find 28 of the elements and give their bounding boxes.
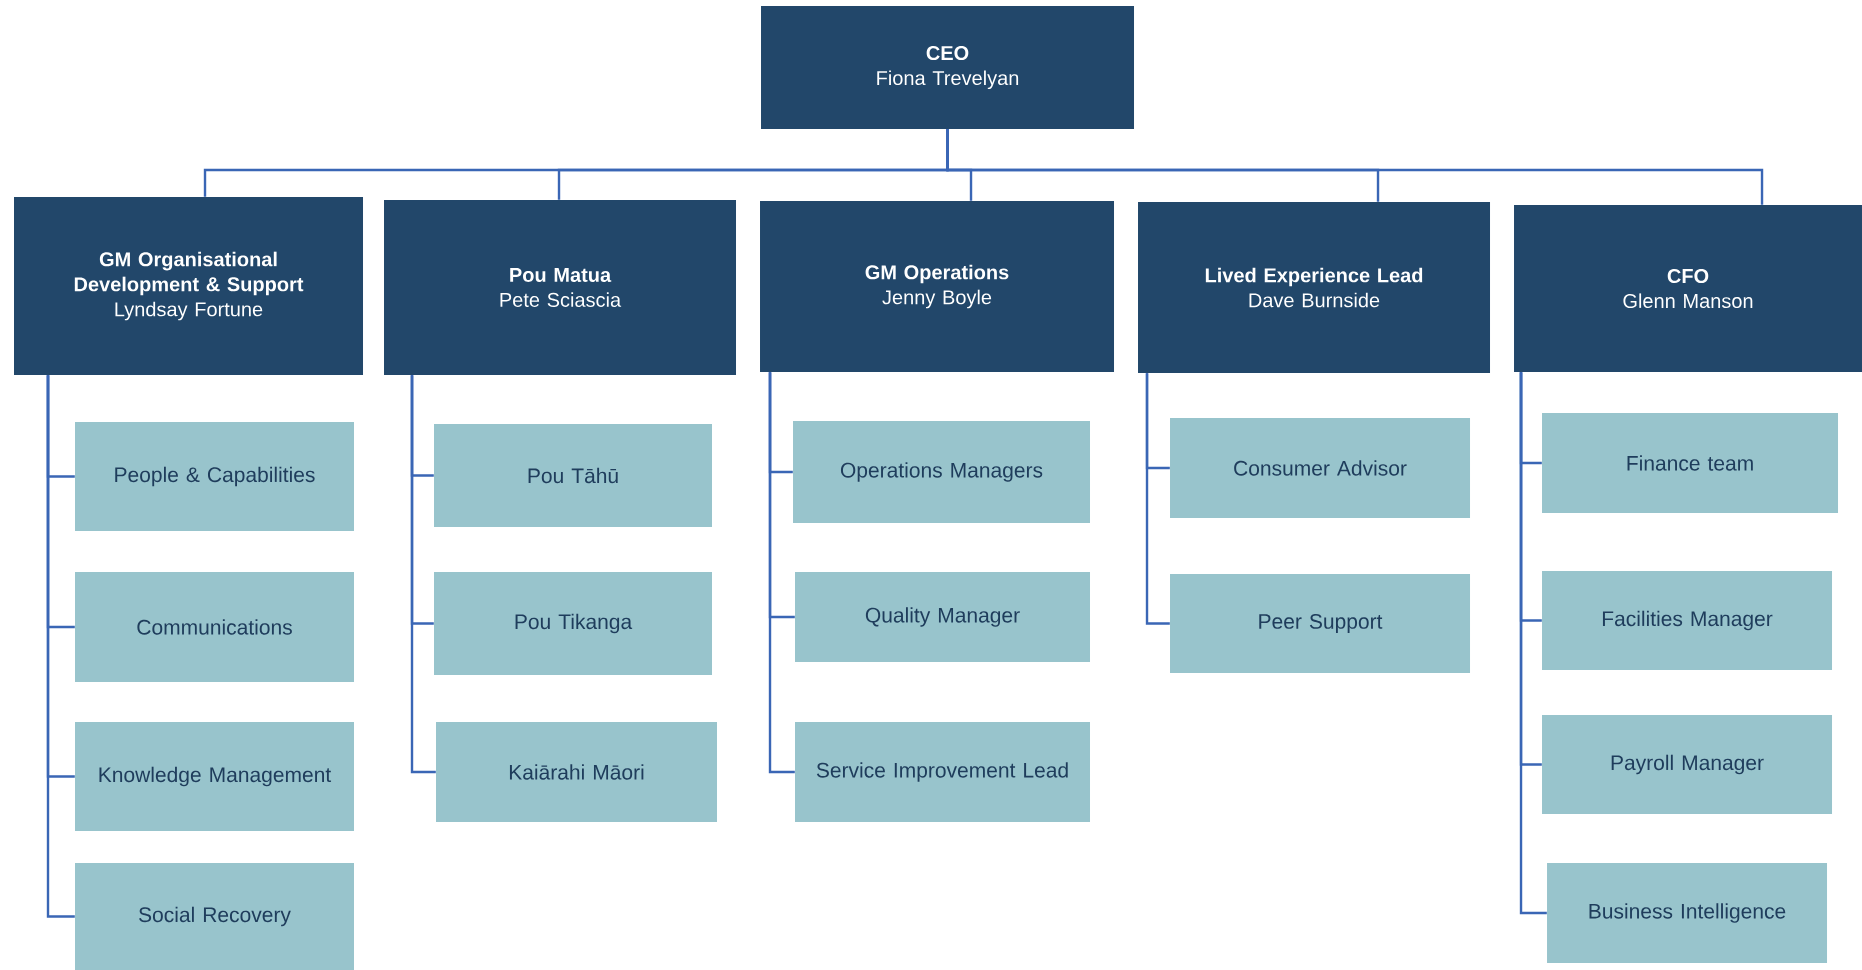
connector-line — [410, 375, 436, 774]
team-box: Peer Support — [1170, 574, 1470, 673]
connector-line — [1145, 373, 1170, 625]
connector-line — [1519, 372, 1547, 915]
manager-box: CFO Glenn Manson — [1514, 205, 1862, 372]
team-box: Consumer Advisor — [1170, 418, 1470, 518]
team-box: Kaiārahi Māori — [436, 722, 717, 822]
team-box: Facilities Manager — [1542, 571, 1832, 670]
team-box: Pou Tāhū — [434, 424, 712, 527]
team-box: Service Improvement Lead — [795, 722, 1090, 822]
team-box: Communications — [75, 572, 354, 682]
team-box: Operations Managers — [793, 421, 1090, 523]
manager-box: GM Organisational Development & Support Lyndsay Fortune — [14, 197, 363, 375]
team-box: Payroll Manager — [1542, 715, 1832, 814]
connector-line — [768, 372, 795, 774]
team-box: Pou Tikanga — [434, 572, 712, 675]
team-box: Knowledge Management — [75, 722, 354, 831]
manager-box: Pou Matua Pete Sciascia — [384, 200, 736, 375]
team-box: Business Intelligence — [1547, 863, 1827, 963]
connector-line — [46, 375, 75, 918]
team-box: People & Capabilities — [75, 422, 354, 531]
manager-box: CEO Fiona Trevelyan — [761, 6, 1134, 129]
manager-box: GM Operations Jenny Boyle — [760, 201, 1114, 372]
team-box: Quality Manager — [795, 572, 1090, 662]
team-box: Social Recovery — [75, 863, 354, 970]
team-box: Finance team — [1542, 413, 1838, 513]
connector-line — [946, 129, 1764, 205]
manager-box: Lived Experience Lead Dave Burnside — [1138, 202, 1490, 373]
